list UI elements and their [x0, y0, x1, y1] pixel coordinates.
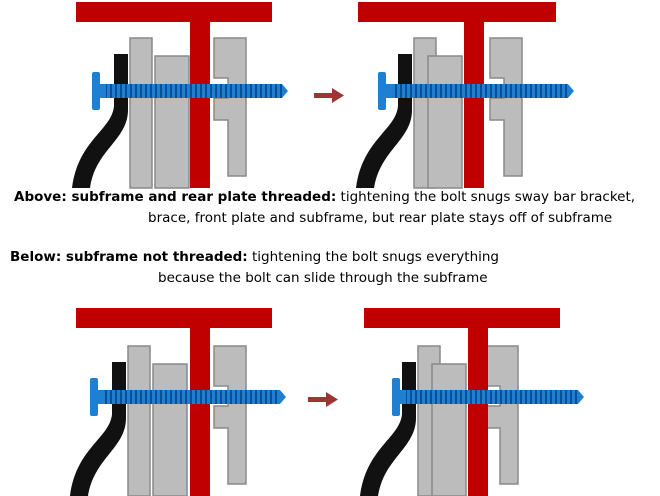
caption-above: Above: subframe and rear plate threaded:… [14, 187, 635, 229]
bottom-left-assembly [69, 307, 287, 496]
caption-above-label: Above: subframe and rear plate threaded: [14, 189, 337, 205]
caption-below-line2: because the bolt can slide through the s… [158, 270, 488, 286]
caption-below-label: Below: subframe not threaded: [10, 249, 248, 265]
top-left-assembly [71, 1, 289, 189]
caption-above-line1: tightening the bolt snugs sway bar brack… [336, 189, 636, 205]
caption-below-line1: tightening the bolt snugs everything [247, 249, 500, 265]
caption-below: Below: subframe not threaded: tightening… [10, 247, 499, 289]
bottom-right-assembly [359, 307, 585, 496]
bottom-arrow-icon [308, 392, 338, 407]
top-arrow-icon [314, 88, 344, 103]
caption-above-line2: brace, front plate and subframe, but rea… [148, 210, 613, 226]
top-right-assembly [355, 1, 575, 189]
